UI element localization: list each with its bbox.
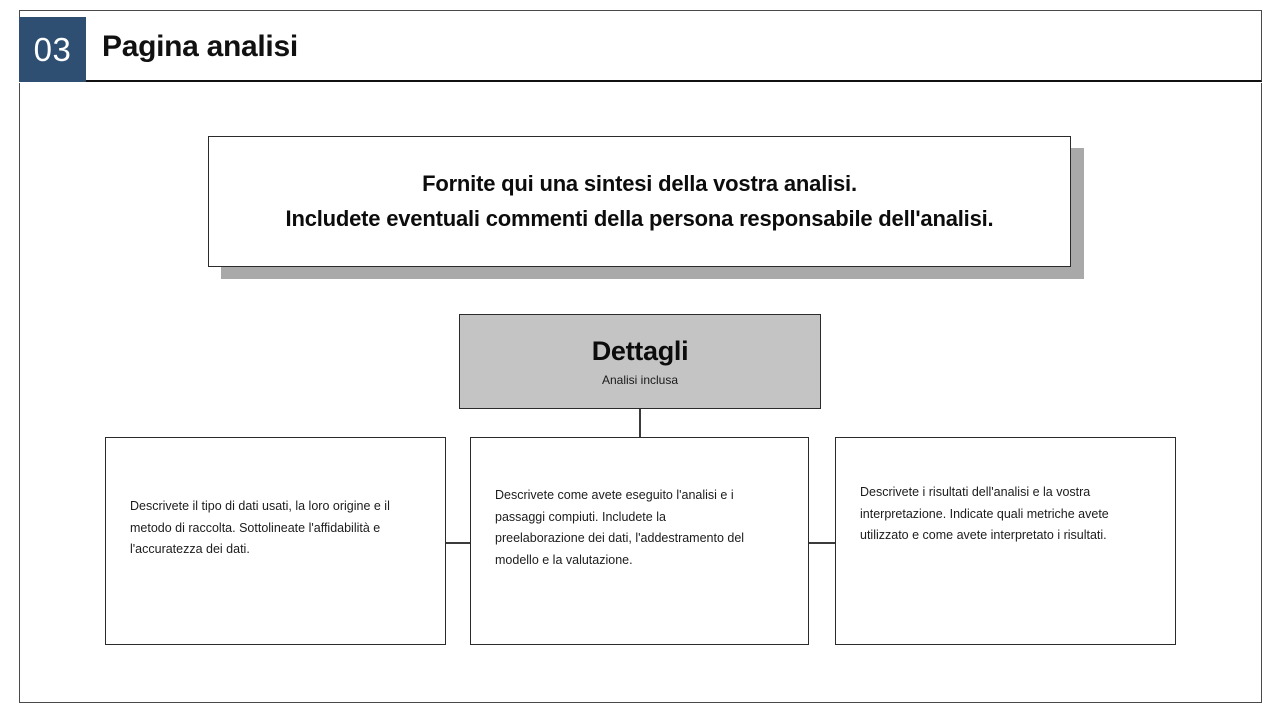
section-number-badge: 03 (19, 17, 86, 82)
connector-line-vertical (639, 409, 641, 437)
connector-line-right (808, 542, 836, 544)
detail-box-results[interactable]: Descrivete i risultati dell'analisi e la… (835, 437, 1176, 645)
details-header-title: Dettagli (591, 335, 689, 366)
summary-line-2: Includete eventuali commenti della perso… (285, 205, 994, 231)
summary-line-1: Fornite qui una sintesi della vostra ana… (422, 171, 857, 197)
detail-box-method[interactable]: Descrivete come avete eseguito l'analisi… (470, 437, 809, 645)
connector-line-left (445, 542, 471, 544)
detail-box-data[interactable]: Descrivete il tipo di dati usati, la lor… (105, 437, 446, 645)
detail-box-text: Descrivete come avete eseguito l'analisi… (495, 488, 745, 567)
summary-callout[interactable]: Fornite qui una sintesi della vostra ana… (208, 136, 1071, 267)
section-number-label: 03 (33, 31, 72, 68)
header-frame (19, 10, 1262, 82)
details-header-box[interactable]: Dettagli Analisi inclusa (459, 314, 821, 409)
details-header-subtitle: Analisi inclusa (601, 372, 679, 387)
page-title: Pagina analisi (102, 30, 298, 63)
detail-box-text: Descrivete il tipo di dati usati, la lor… (130, 499, 390, 556)
detail-box-text: Descrivete i risultati dell'analisi e la… (860, 485, 1109, 542)
